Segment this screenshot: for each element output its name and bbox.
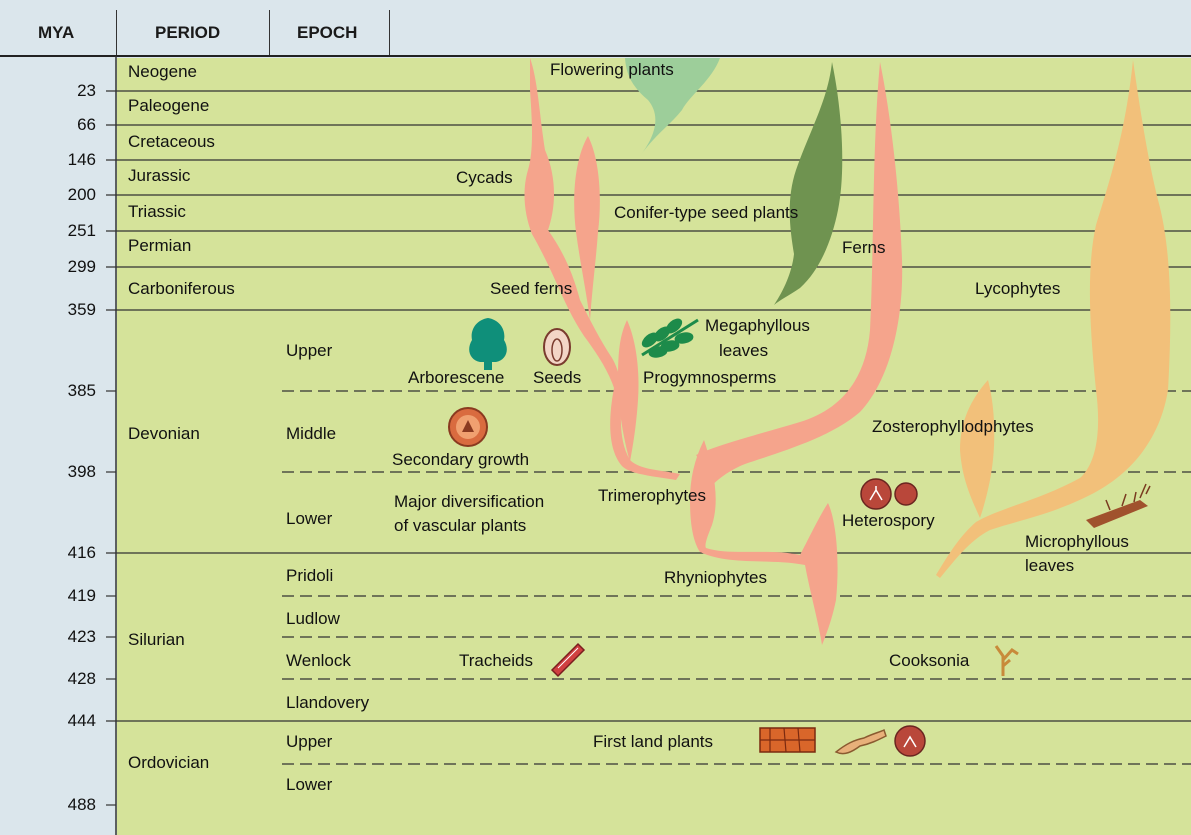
event-label: Major diversification	[394, 492, 544, 512]
epoch-label: Upper	[286, 341, 332, 361]
period-label: Permian	[128, 236, 191, 256]
cooksonia-icon	[996, 646, 1018, 676]
mya-label: 423	[26, 628, 96, 646]
mya-label: 385	[26, 382, 96, 400]
lineage-label: Lycophytes	[975, 279, 1060, 299]
event-label: Cooksonia	[889, 651, 969, 671]
zosterophyll-lineage	[960, 380, 994, 518]
lineage-label: Ferns	[842, 238, 885, 258]
epoch-label: Lower	[286, 775, 332, 795]
period-label: Cretaceous	[128, 132, 215, 152]
period-boundaries	[106, 91, 1191, 721]
first-land-plants-icons	[760, 726, 925, 756]
epoch-label: Pridoli	[286, 566, 333, 586]
period-label: Carboniferous	[128, 279, 235, 299]
event-label: Arborescene	[408, 368, 504, 388]
epoch-label: Middle	[286, 424, 336, 444]
lycophyte-lineage	[936, 60, 1170, 578]
period-label: Silurian	[128, 630, 185, 650]
event-label: Seeds	[533, 368, 581, 388]
mya-label: 428	[26, 670, 96, 688]
event-label: Microphyllous	[1025, 532, 1129, 552]
mya-label: 444	[26, 712, 96, 730]
lineage-label: Flowering plants	[550, 60, 674, 80]
event-label: Tracheids	[459, 651, 533, 671]
secondary-growth-icon	[449, 408, 487, 446]
lineage-label: Seed ferns	[490, 279, 572, 299]
mya-label: 398	[26, 463, 96, 481]
conifer-lineage	[774, 62, 842, 305]
period-label: Jurassic	[128, 166, 190, 186]
mya-label: 23	[26, 82, 96, 100]
epoch-label: Ludlow	[286, 609, 340, 629]
lineage-label: Cycads	[456, 168, 513, 188]
cycad-lineage	[574, 136, 600, 320]
mya-label: 66	[26, 116, 96, 134]
epoch-label: Upper	[286, 732, 332, 752]
mya-label: 416	[26, 544, 96, 562]
period-label: Paleogene	[128, 96, 209, 116]
trimerophyte-lineage	[690, 440, 838, 645]
period-label: Ordovician	[128, 753, 209, 773]
event-label: Heterospory	[842, 511, 935, 531]
tree-icon	[469, 318, 507, 370]
mya-label: 146	[26, 151, 96, 169]
period-label: Triassic	[128, 202, 186, 222]
lineage-label: Rhyniophytes	[664, 568, 767, 588]
seed-icon	[544, 329, 570, 365]
period-label: Neogene	[128, 62, 197, 82]
epoch-label: Llandovery	[286, 693, 369, 713]
fern-leaf-icon	[641, 318, 698, 358]
spore-tube-icon	[836, 730, 886, 754]
mya-label: 419	[26, 587, 96, 605]
mya-label: 359	[26, 301, 96, 319]
epoch-label: Wenlock	[286, 651, 351, 671]
lineage-label: Conifer-type seed plants	[614, 203, 798, 223]
period-label: Devonian	[128, 424, 200, 444]
tracheid-icon	[552, 644, 584, 676]
event-label: leaves	[1025, 556, 1074, 576]
spore-icon	[895, 726, 925, 756]
axis-ticks	[106, 391, 116, 805]
event-label: First land plants	[593, 732, 713, 752]
event-label: of vascular plants	[394, 516, 526, 536]
mya-label: 251	[26, 222, 96, 240]
lineage-label: Trimerophytes	[598, 486, 706, 506]
epoch-label: Lower	[286, 509, 332, 529]
mya-label: 488	[26, 796, 96, 814]
event-label: leaves	[719, 341, 768, 361]
mya-label: 299	[26, 258, 96, 276]
lineage-label: Zosterophyllodphytes	[872, 417, 1034, 437]
lineage-label: Progymnosperms	[643, 368, 776, 388]
event-label: Megaphyllous	[705, 316, 810, 336]
event-label: Secondary growth	[392, 450, 529, 470]
mya-label: 200	[26, 186, 96, 204]
heterospory-icon	[861, 479, 917, 509]
